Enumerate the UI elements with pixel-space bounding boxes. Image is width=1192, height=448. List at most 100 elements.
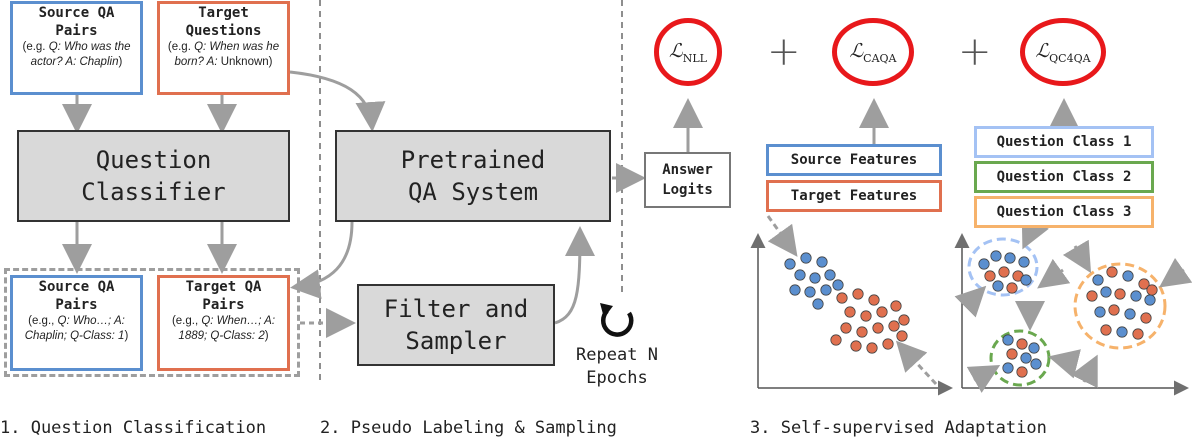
source-feature-dot [1004,252,1016,264]
target-questions-box: Target Questions (e.g. Q: When was he bo… [157,1,290,95]
source-feature-dot [992,280,1004,292]
target-feature-dot [856,326,868,338]
target-feature-dot [888,320,900,332]
source-feature-dot [812,298,824,310]
caption-section-1: 1. Question Classification [0,418,267,438]
target-pairs-title-1: Target QA [185,279,262,295]
target-feature-dot [1016,366,1028,378]
target-feature-dot [868,294,880,306]
plot1-arrow-top [766,215,798,257]
target-feature-dot [1138,278,1150,290]
arrow-filter-to-pretrained [554,226,595,325]
source-feature-dot [1100,286,1112,298]
source-pairs-title-1: Source QA [38,279,115,295]
source-feature-dot [794,269,806,281]
classifier-line-2: Classifier [81,178,226,206]
caption-section-2: 2. Pseudo Labeling & Sampling [320,418,617,438]
target-feature-dot [860,310,872,322]
target-q-title-2: Questions [185,23,262,39]
logits-line-2: Logits [662,182,713,198]
source-features-box: Source Features [766,144,942,176]
cluster-3-ring [1073,262,1167,350]
target-feature-dot [896,330,908,342]
source-feature-dot [1092,274,1104,286]
target-feature-dot [1006,348,1018,360]
repeat-line-1: Repeat N [576,345,658,365]
target-feature-dot [898,314,910,326]
scatter-dots [784,250,1158,378]
source-feature-dot [809,272,821,284]
source-feature-dot [820,284,832,296]
source-feature-dot [800,252,812,264]
filter-line-1: Filter and [383,295,529,323]
question-class-1-box: Question Class 1 [974,126,1154,158]
source-qa-pairs-box: Source QA Pairs (e.g. Q: Who was the act… [10,1,143,95]
arrow-pretrained-to-target-pairs [290,221,354,300]
source-feature-dot [1122,270,1134,282]
target-feature-dot [1140,312,1152,324]
loss-qc4qa-circle: ℒQC4QA [1020,18,1106,86]
plot1-arrow-bottom [895,340,938,386]
target-feature-dot [1100,324,1112,336]
source-feature-dot [1124,308,1136,320]
cluster-1-ring [967,237,1039,297]
plot-1-axes [750,233,953,396]
qa-pairs-group [4,268,300,377]
target-q-title-1: Target [198,5,249,21]
target-features-box: Target Features [766,180,942,212]
repeat-label: Repeat N Epochs [574,344,660,390]
target-feature-dot [1086,290,1098,302]
source-feature-dot [1020,274,1032,286]
target-pairs-title-2: Pairs [202,297,245,313]
source-feature-dot [1002,334,1014,346]
source-feature-dot [804,286,816,298]
pretrained-qa-system-box: Pretrained QA System [335,130,611,222]
source-qa-pairs-output-box: Source QA Pairs (e.g., Q: Who…; A: Chapl… [10,275,143,371]
source-feature-dot [1116,326,1128,338]
logits-line-1: Answer [662,162,713,178]
source-feature-dot [1144,294,1156,306]
target-qa-pairs-output-box: Target QA Pairs (e.g., Q: When…; A: 1889… [157,275,290,371]
pretrained-line-1: Pretrained [400,146,546,174]
target-feature-dot [1146,284,1158,296]
target-feature-dot [1132,328,1144,340]
loss-caqa-circle: ℒCAQA [832,18,914,86]
target-feature-dot [1016,338,1028,350]
repeat-icon [600,303,634,337]
source-pairs-title-2: Pairs [55,297,98,313]
question-class-2-box: Question Class 2 [974,161,1154,193]
source-feature-dot [784,258,796,270]
target-feature-dot [1106,266,1118,278]
source-feature-dot [816,256,828,268]
repeat-line-2: Epochs [586,368,648,388]
filter-line-2: Sampler [405,327,507,355]
target-feature-dot [1108,304,1120,316]
target-q-example: (e.g. Q: When was he born? A: Unknown) [167,41,280,68]
plot2-arrows [954,215,1192,393]
source-feature-dot [1020,352,1032,364]
target-feature-dot [876,306,888,318]
caption-section-3: 3. Self-supervised Adaptation [750,418,1047,438]
plus-sign-2: + [958,29,992,75]
loss-nll-label: NLL [682,51,707,65]
pretrained-line-2: QA System [407,178,539,206]
source-qa-title-1: Source QA [38,5,115,21]
loss-qc4qa-label: QC4QA [1049,51,1091,65]
source-feature-dot [824,269,836,281]
source-feature-dot [789,284,801,296]
target-feature-dot [866,342,878,354]
source-qa-title-2: Pairs [55,23,98,39]
arrow-target-questions-to-pretrained [289,70,386,132]
target-feature-dot [830,334,842,346]
target-feature-dot [984,270,996,282]
source-feature-dot [1030,358,1042,370]
target-feature-dot [836,292,848,304]
source-feature-dot [832,279,844,291]
target-pairs-example: (e.g., Q: When…; A: 1889; Q-Class: 2) [171,315,276,342]
source-feature-dot [990,250,1002,262]
source-pairs-example: (e.g., Q: Who…; A: Chaplin; Q-Class: 1) [24,315,129,342]
